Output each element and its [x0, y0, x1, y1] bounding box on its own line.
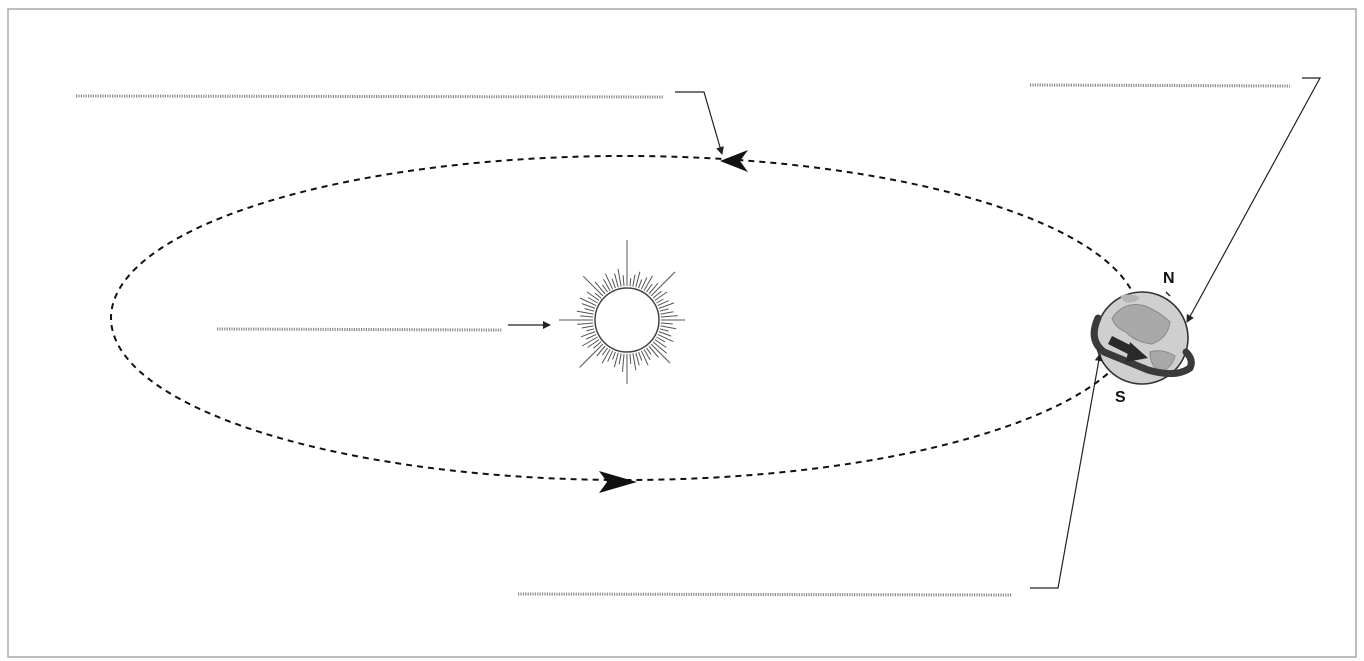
answer-blank-sun[interactable]: [217, 329, 502, 330]
sun-ray: [577, 311, 594, 314]
sun-ray: [595, 282, 605, 294]
sun-ray: [582, 337, 598, 346]
sun-ray: [614, 353, 618, 368]
south-pole-label: S: [1115, 389, 1126, 406]
sun-ray: [651, 272, 675, 296]
sun-ray: [583, 276, 603, 296]
answer-blank-bottom[interactable]: [518, 594, 1012, 595]
sun-ray: [633, 354, 636, 371]
sun-ray: [641, 351, 648, 366]
sun-ray: [639, 280, 642, 289]
sun-ray: [655, 340, 666, 348]
sun-ray: [602, 349, 610, 363]
sun-ray: [580, 344, 603, 367]
sun-ray: [660, 309, 669, 311]
sun-ray: [586, 329, 594, 331]
sun-ray: [623, 354, 625, 372]
leader-line-top-left: [675, 92, 722, 154]
orbit-direction-arrow-bottom: [599, 471, 637, 493]
sun-ray: [661, 326, 677, 329]
sun-ray: [647, 348, 652, 355]
sun-ray: [661, 323, 673, 324]
sun-ray: [613, 352, 616, 360]
sun-ray: [577, 323, 593, 324]
sun-icon: [559, 240, 685, 384]
sun-ray: [582, 326, 594, 328]
sun-ray: [644, 276, 653, 291]
sun-ray: [597, 346, 605, 356]
answer-blank-top-right[interactable]: [1030, 85, 1290, 86]
sun-ray: [639, 352, 642, 361]
sun-ray: [660, 329, 669, 331]
sun-ray: [605, 274, 612, 289]
sun-ray: [615, 274, 619, 288]
sun-ray: [619, 354, 621, 365]
sun-ray: [655, 292, 667, 301]
sun-ray: [612, 279, 615, 288]
answer-blank-top-left[interactable]: [76, 96, 664, 97]
sun-ray: [649, 283, 658, 294]
sun-ray: [651, 344, 670, 363]
sun-ray: [661, 312, 674, 314]
sun-ray: [630, 354, 631, 364]
leader-line-bottom: [1030, 354, 1100, 588]
sun-ray: [585, 309, 595, 312]
leader-line-top-right: [1187, 78, 1320, 322]
sun-ray: [661, 316, 678, 317]
sun-ray: [580, 316, 593, 317]
orbit-direction-arrow-top: [720, 150, 748, 172]
sun-ray: [649, 346, 659, 358]
sun-ray: [580, 298, 596, 306]
north-pole-label: N: [1163, 270, 1175, 287]
sun-ray: [656, 299, 663, 303]
sun-ray: [618, 269, 621, 287]
sun-ray: [630, 278, 631, 286]
sun-ray: [623, 275, 624, 286]
sun-ray: [587, 292, 599, 301]
sun-ray: [588, 340, 599, 348]
sun-ray: [636, 353, 639, 366]
sun-ray: [633, 275, 635, 287]
